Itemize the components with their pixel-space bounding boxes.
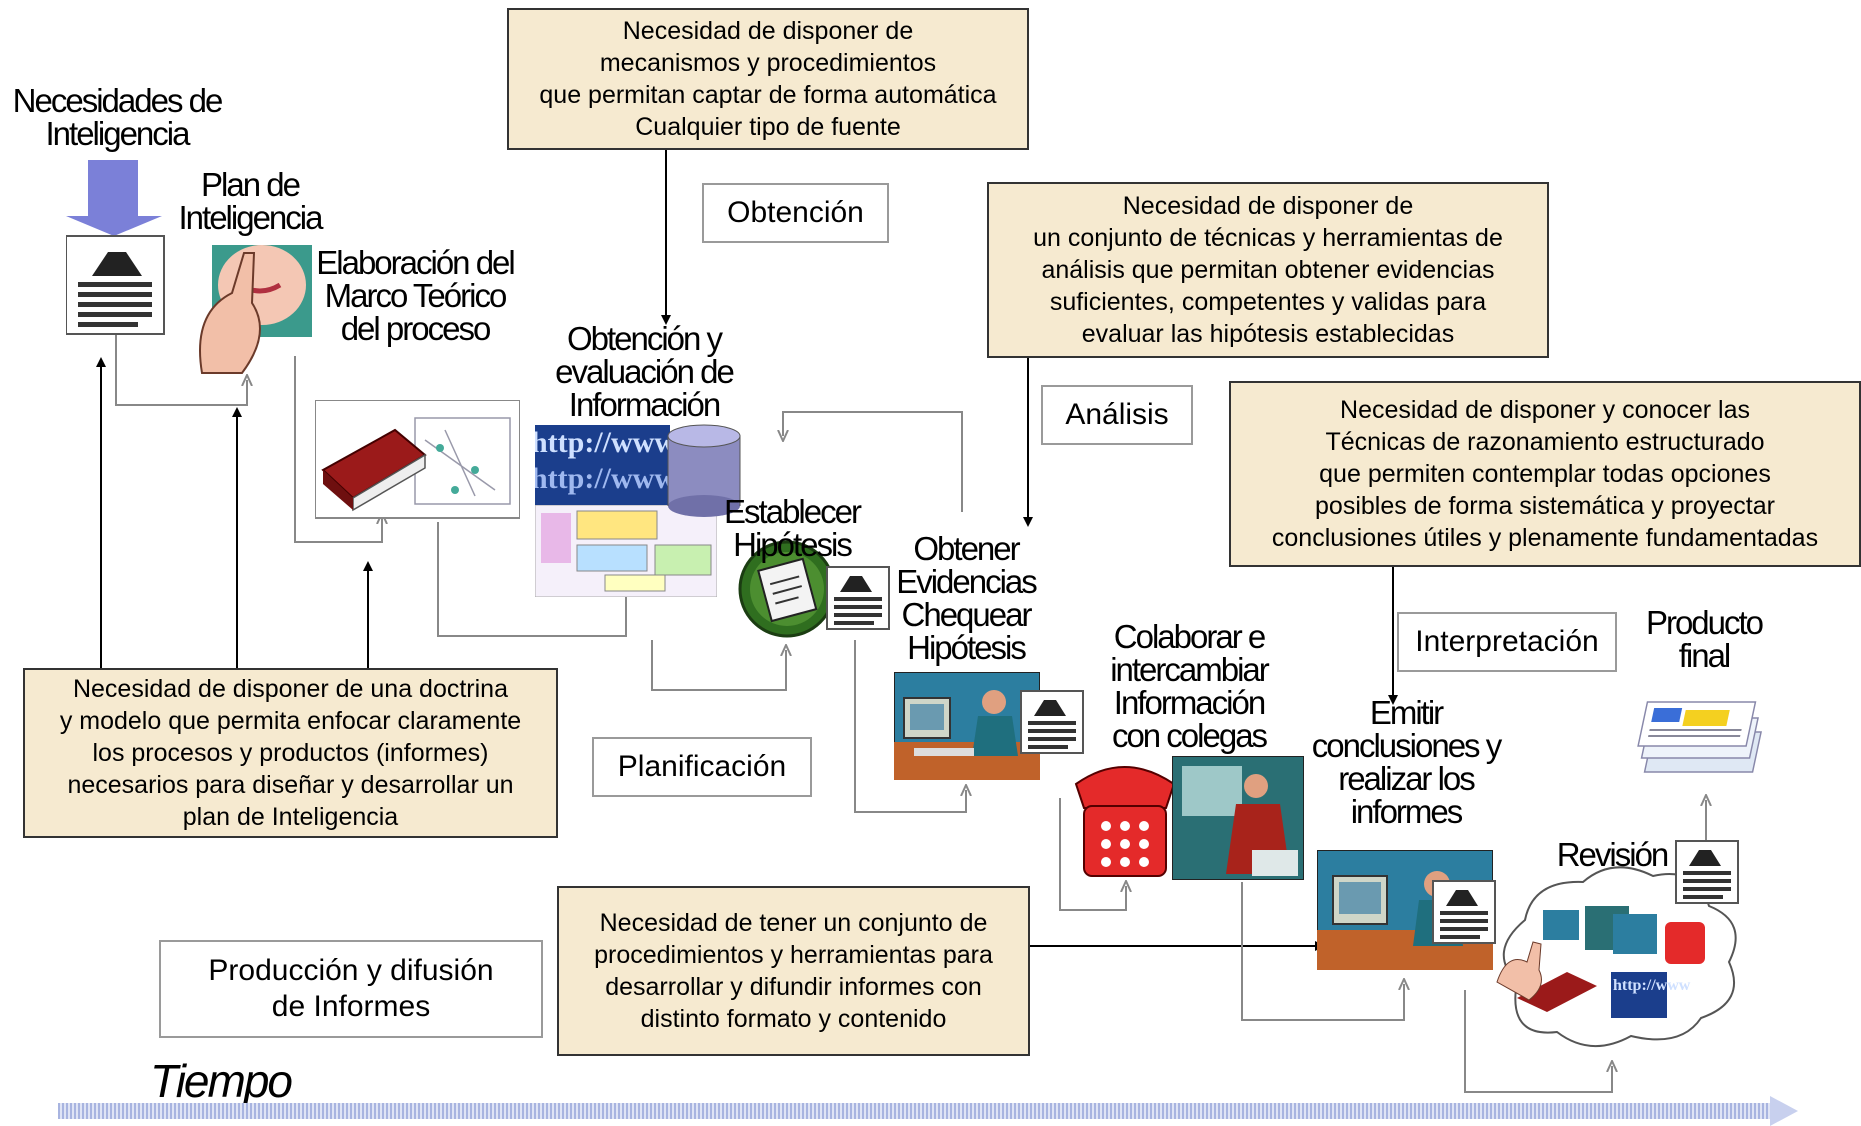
phase-produccion-label: Producción y difusión de Informes (208, 954, 494, 1023)
flow-colaborar-emitir (1241, 882, 1404, 1021)
clipboard-icon (738, 540, 836, 638)
label-producto: Producto final (1645, 604, 1764, 674)
label-colaborar: Colaborar e intercambiar Información con… (1110, 618, 1270, 754)
label-obtencion-eval: Obtención y evaluación de Información (555, 320, 735, 423)
newspaper-icon (1637, 701, 1762, 773)
label-emitir: Emitir conclusiones y realizar los infor… (1311, 694, 1502, 830)
note-captacion-text: Necesidad de disponer de mecanismos y pr… (539, 17, 997, 141)
phase-analisis-label: Análisis (1065, 398, 1169, 431)
label-necesidades: Necesidades de Inteligencia (12, 82, 224, 152)
phase-planificacion: Planificación (592, 737, 812, 797)
presenter-icon (1172, 756, 1304, 880)
note-analisis: Necesidad de disponer de un conjunto de … (987, 182, 1549, 358)
flow-evidencias-hipotesis (783, 411, 963, 512)
cloud-web-text: http://www (1613, 977, 1691, 994)
flow-obtencion-hipotesis (651, 640, 786, 691)
note-analisis-text: Necesidad de disponer de un conjunto de … (1033, 192, 1503, 348)
revision-doc-icon (1675, 840, 1739, 904)
database-icon (667, 424, 741, 517)
label-hipotesis: Establecer Hipótesis (716, 462, 868, 594)
phase-interpretacion-label: Interpretación (1415, 625, 1599, 658)
report-writer-icon (1317, 850, 1493, 970)
flow-necesidades-plan (115, 334, 247, 406)
telephone-icon (1074, 766, 1176, 877)
process-diagram-icon (535, 505, 717, 597)
flow-evidencias-colaborar (1059, 798, 1126, 911)
label-evidencias: Obtener Evidencias Chequear Hipótesis (896, 530, 1038, 666)
evidence-doc-icon (1020, 690, 1084, 754)
web-icon: http://www http://www (535, 425, 670, 505)
person-computer-icon (894, 672, 1040, 780)
emitir-doc-icon (1432, 880, 1496, 944)
flow-hipotesis-evidencias (854, 640, 966, 813)
web-text-1: http://www (535, 426, 670, 459)
time-axis-bar (58, 1103, 1778, 1119)
note-informes: Necesidad de tener un conjunto de proced… (557, 886, 1030, 1056)
necesidades-icon (66, 160, 165, 335)
framework-book-icon (315, 400, 520, 519)
flow-emitir-revision (1464, 990, 1612, 1093)
note-captacion: Necesidad de disponer de mecanismos y pr… (507, 8, 1029, 150)
review-cloud-icon: http://www (1496, 866, 1737, 1047)
phase-analisis: Análisis (1041, 385, 1193, 445)
note-informes-text: Necesidad de tener un conjunto de proced… (594, 909, 993, 1033)
phase-interpretacion: Interpretación (1397, 612, 1617, 672)
note-doctrina: Necesidad de disponer de una doctrina y … (23, 668, 558, 838)
label-hipotesis-text: Establecer Hipótesis (724, 493, 862, 563)
phase-planificacion-label: Planificación (617, 750, 787, 783)
phase-obtencion: Obtención (702, 183, 889, 243)
note-razonamiento: Necesidad de disponer y conocer las Técn… (1229, 381, 1861, 567)
time-axis-arrowhead (1770, 1096, 1798, 1126)
note-razonamiento-text: Necesidad de disponer y conocer las Técn… (1271, 396, 1819, 552)
web-text-2: http://www (535, 462, 670, 495)
flow-plan-marco (294, 356, 382, 543)
thinking-person-icon (199, 245, 312, 374)
report-doc-icon (826, 566, 890, 630)
time-label: Tiempo (150, 1055, 293, 1107)
label-marco: Elaboración del Marco Teórico del proces… (316, 244, 516, 347)
label-revision: Revisión (1556, 836, 1670, 873)
label-plan: Plan de Inteligencia (178, 166, 324, 236)
note-doctrina-text: Necesidad de disponer de una doctrina y … (59, 675, 522, 831)
phase-produccion: Producción y difusión de Informes (159, 940, 543, 1038)
phase-obtencion-label: Obtención (727, 196, 864, 229)
flow-marco-obtencion (437, 522, 626, 637)
